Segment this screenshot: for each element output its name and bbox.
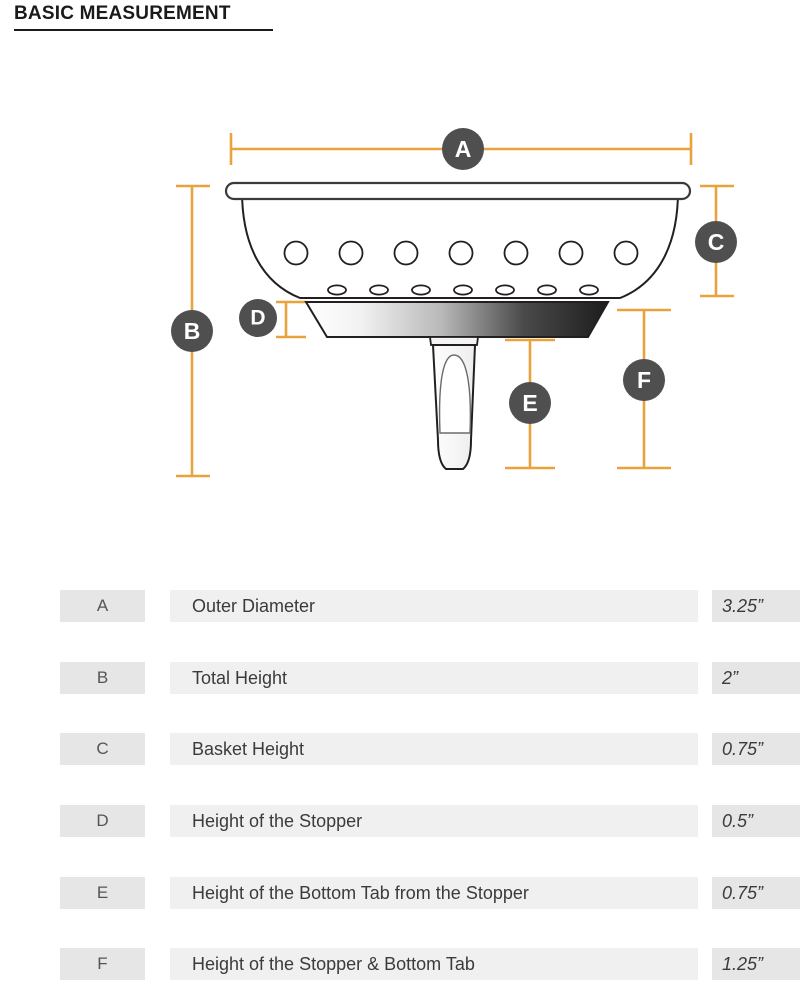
callout-badge-d: D bbox=[239, 299, 277, 337]
row-label: Total Height bbox=[170, 661, 698, 694]
row-label: Height of the Stopper bbox=[170, 805, 698, 838]
callout-badge-d-label: D bbox=[250, 307, 265, 330]
row-key: A bbox=[60, 590, 145, 622]
measurement-diagram: A B C D E F bbox=[0, 55, 800, 555]
callout-badge-c-label: C bbox=[708, 229, 725, 255]
callout-badge-b: B bbox=[171, 310, 213, 352]
callout-badge-c: C bbox=[695, 221, 737, 263]
row-value: 3.25” bbox=[712, 590, 800, 622]
table-row: A Outer Diameter 3.25” bbox=[0, 578, 800, 650]
row-key: B bbox=[60, 661, 145, 694]
table-row: F Height of the Stopper & Bottom Tab 1.2… bbox=[0, 936, 800, 1008]
basket-holes-large bbox=[283, 240, 639, 266]
bottom-tab-highlight bbox=[438, 354, 472, 434]
row-label: Outer Diameter bbox=[170, 590, 698, 622]
row-value: 1.25” bbox=[712, 948, 800, 981]
measurement-spec-table: A Outer Diameter 3.25” B Total Height 2”… bbox=[0, 578, 800, 1008]
table-row: E Height of the Bottom Tab from the Stop… bbox=[0, 865, 800, 937]
callout-badge-b-label: B bbox=[184, 318, 201, 344]
row-key: E bbox=[60, 876, 145, 909]
row-value: 0.5” bbox=[712, 805, 800, 838]
stopper-tab-collar bbox=[428, 336, 480, 346]
callout-badge-a-label: A bbox=[455, 136, 472, 162]
row-key: F bbox=[60, 948, 145, 981]
callout-badge-f-label: F bbox=[637, 367, 651, 393]
dimension-line-d bbox=[276, 300, 306, 339]
basket-holes-small bbox=[327, 284, 599, 296]
callout-badge-a: A bbox=[442, 128, 484, 170]
row-value: 0.75” bbox=[712, 876, 800, 909]
title-underline-rule bbox=[14, 29, 273, 31]
page-title: BASIC MEASUREMENT bbox=[14, 3, 231, 24]
stopper-band bbox=[304, 301, 610, 338]
basket-rim bbox=[224, 181, 692, 201]
table-row: B Total Height 2” bbox=[0, 650, 800, 722]
title-block: BASIC MEASUREMENT bbox=[14, 2, 434, 31]
callout-badge-f: F bbox=[623, 359, 665, 401]
table-row: C Basket Height 0.75” bbox=[0, 721, 800, 793]
strainer-diagram-svg: A B C D E F bbox=[171, 128, 737, 478]
row-label: Height of the Bottom Tab from the Stoppe… bbox=[170, 876, 698, 909]
row-value: 2” bbox=[712, 661, 800, 694]
row-label: Basket Height bbox=[170, 733, 698, 766]
row-key: D bbox=[60, 805, 145, 838]
row-key: C bbox=[60, 733, 145, 766]
callout-badge-e: E bbox=[509, 382, 551, 424]
strainer-basket-illustration bbox=[224, 181, 692, 470]
table-row: D Height of the Stopper 0.5” bbox=[0, 793, 800, 865]
callout-badge-e-label: E bbox=[522, 390, 537, 416]
row-value: 0.75” bbox=[712, 733, 800, 766]
row-label: Height of the Stopper & Bottom Tab bbox=[170, 948, 698, 981]
